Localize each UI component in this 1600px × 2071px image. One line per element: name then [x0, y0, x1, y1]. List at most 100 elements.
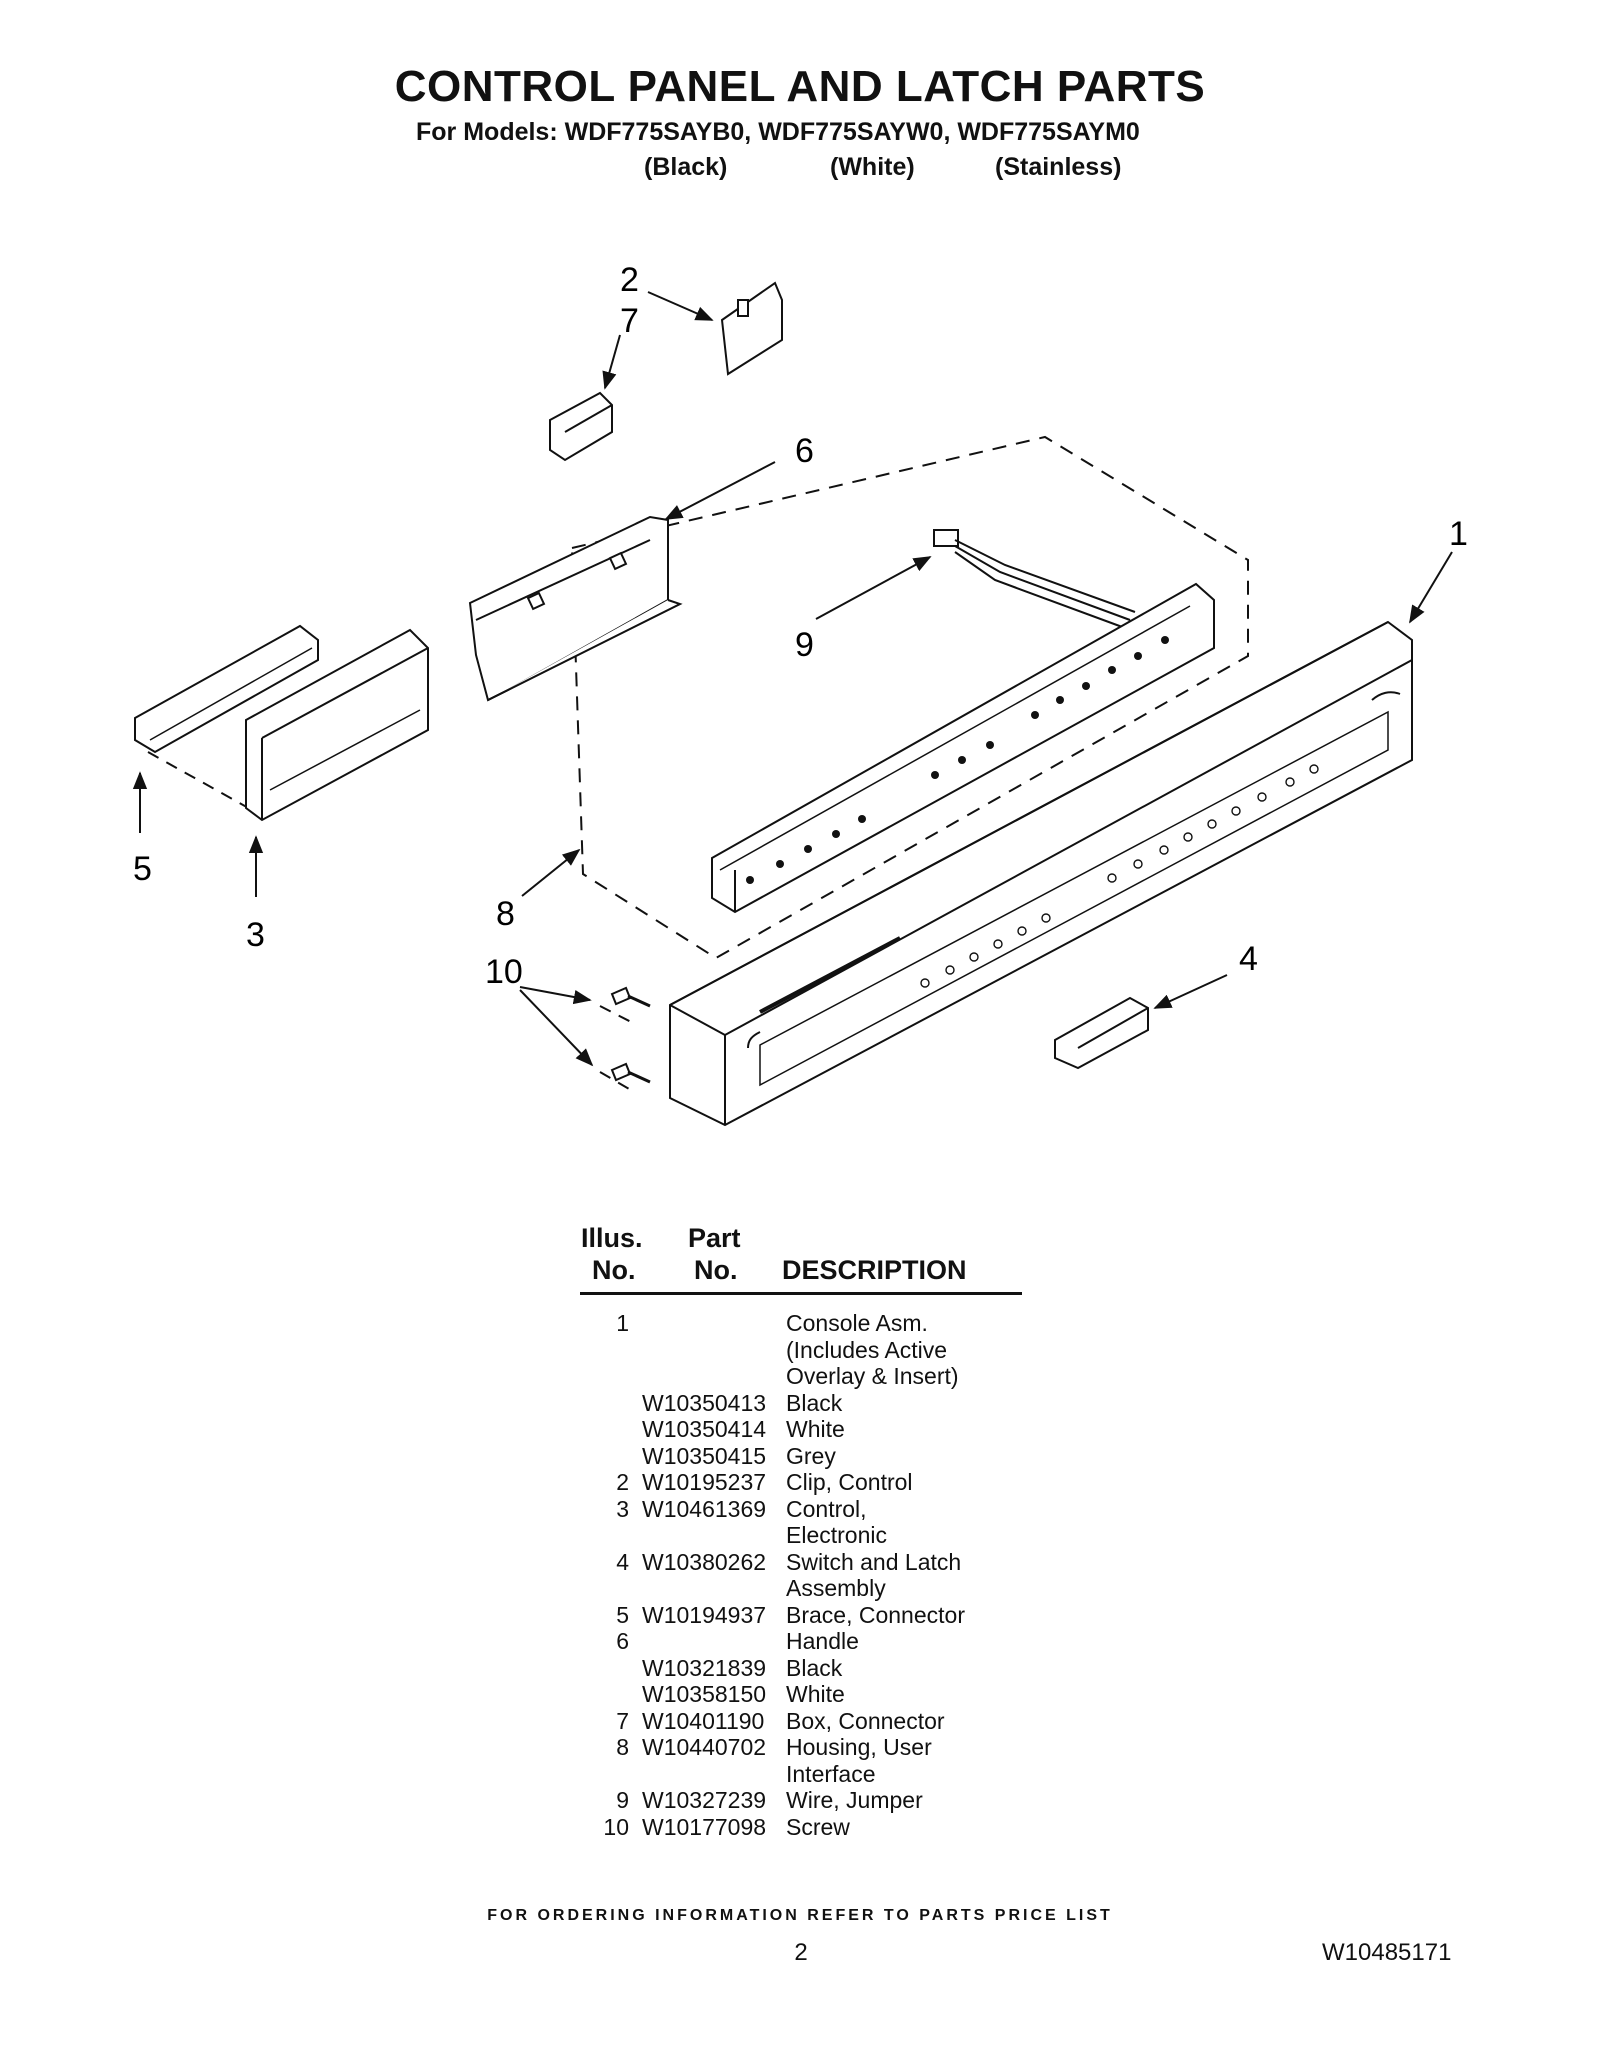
table-row: 4 W10380262 Switch and Latch [580, 1549, 1020, 1575]
table-row: W10321839 Black [580, 1655, 1020, 1681]
control-clip-part [720, 281, 783, 376]
handle-part [468, 515, 683, 702]
description-cell: Handle [786, 1628, 859, 1654]
connector-box-part [549, 391, 613, 462]
illus-cell: 4 [616, 1548, 629, 1575]
callout-leaders [132, 291, 1453, 1067]
wire-jumper-part [933, 529, 1136, 629]
color-label-white: (White) [830, 153, 915, 181]
header-part-line2: No. [694, 1255, 738, 1285]
part-number-cell: W10401190 [642, 1707, 765, 1734]
table-row: 2 W10195237 Clip, Control [580, 1469, 1020, 1495]
illus-cell: 8 [616, 1734, 629, 1760]
callout-6: 6 [795, 432, 814, 470]
table-row: Interface [580, 1761, 1020, 1787]
illus-cell: 10 [603, 1813, 629, 1840]
table-row: 10 W10177098 Screw [580, 1814, 1020, 1840]
exploded-parts-diagram: 1 2 3 4 5 6 7 8 9 10 [132, 261, 1468, 1127]
description-cell: Housing, User [786, 1734, 932, 1760]
description-cell: Wire, Jumper [786, 1787, 923, 1813]
document-number: W10485171 [1322, 1939, 1452, 1966]
table-row: Overlay & Insert) [580, 1363, 1020, 1389]
part-number-cell: W10440702 [642, 1734, 767, 1760]
user-interface-housing-part [711, 582, 1215, 914]
table-row: Assembly [580, 1575, 1020, 1601]
callout-2: 2 [620, 261, 639, 299]
part-number-cell: W10350415 [642, 1442, 767, 1469]
description-cell: Overlay & Insert) [786, 1363, 959, 1389]
console-buttons [920, 764, 1319, 988]
callout-1: 1 [1449, 515, 1468, 553]
description-cell: White [786, 1681, 845, 1707]
part-number-cell: W10327239 [642, 1787, 767, 1813]
console-assembly-part [669, 620, 1413, 1127]
brace-connector-part [134, 624, 319, 754]
table-divider [580, 1292, 1022, 1295]
table-row: 6 Handle [580, 1628, 1020, 1654]
description-cell: White [786, 1416, 845, 1442]
housing-buttons [746, 636, 1169, 884]
part-number-cell: W10350414 [642, 1416, 767, 1442]
user-interface-housing-outline [570, 435, 1249, 960]
part-number-cell: W10177098 [642, 1813, 767, 1840]
screw-part [610, 986, 651, 1084]
description-cell: Black [786, 1389, 843, 1416]
part-number-cell: W10321839 [642, 1654, 767, 1681]
table-row: 7 W10401190 Box, Connector [580, 1708, 1020, 1734]
description-cell: Screw [786, 1813, 850, 1840]
header-description: DESCRIPTION [782, 1255, 967, 1285]
switch-latch-part [1054, 996, 1149, 1070]
header-illus-line1: Illus. [581, 1223, 643, 1253]
part-number-cell: W10195237 [642, 1469, 767, 1495]
illus-cell: 2 [616, 1469, 629, 1495]
callout-8: 8 [496, 895, 515, 933]
table-row: (Includes Active [580, 1337, 1020, 1363]
part-number-cell: W10194937 [642, 1601, 767, 1628]
illus-cell: 5 [616, 1601, 629, 1628]
page-title: CONTROL PANEL AND LATCH PARTS [394, 62, 1206, 111]
electronic-control-part [245, 628, 429, 822]
table-row: W10350415 Grey [580, 1443, 1020, 1469]
callout-3: 3 [246, 916, 265, 954]
description-cell: Black [786, 1654, 843, 1681]
description-cell: Grey [786, 1442, 836, 1469]
description-cell: Clip, Control [786, 1469, 913, 1495]
description-cell: (Includes Active [786, 1336, 948, 1363]
table-row: 5 W10194937 Brace, Connector [580, 1602, 1020, 1628]
description-cell: Assembly [786, 1575, 886, 1601]
description-cell: Console Asm. [786, 1310, 928, 1336]
part-number-cell: W10380262 [642, 1548, 767, 1575]
header-illus-line2: No. [592, 1255, 636, 1285]
callout-5: 5 [133, 850, 152, 888]
description-cell: Electronic [786, 1522, 887, 1548]
illus-cell: 9 [616, 1787, 629, 1813]
table-row: 9 W10327239 Wire, Jumper [580, 1787, 1020, 1813]
table-row: W10350414 White [580, 1416, 1020, 1442]
illus-cell: 3 [616, 1495, 629, 1522]
illus-cell: 6 [616, 1628, 629, 1654]
description-cell: Brace, Connector [786, 1601, 965, 1628]
models-line: For Models: WDF775SAYB0, WDF775SAYW0, WD… [416, 118, 1140, 146]
callout-7: 7 [620, 302, 639, 340]
part-number-cell: W10358150 [642, 1681, 767, 1707]
description-cell: Interface [786, 1760, 876, 1787]
illus-cell: 1 [616, 1310, 629, 1336]
table-row: W10350413 Black [580, 1390, 1020, 1416]
table-row: W10358150 White [580, 1681, 1020, 1707]
color-label-black: (Black) [644, 153, 728, 181]
table-row: 8 W10440702 Housing, User [580, 1734, 1020, 1760]
callout-9: 9 [795, 626, 814, 664]
page-number: 2 [794, 1939, 808, 1966]
table-row: 1 Console Asm. [580, 1310, 1020, 1336]
description-cell: Switch and Latch [786, 1548, 962, 1575]
part-number-cell: W10350413 [642, 1389, 767, 1416]
table-row: Electronic [580, 1522, 1020, 1548]
header-part-line1: Part [688, 1223, 741, 1253]
description-cell: Control, [786, 1495, 867, 1522]
ordering-info: FOR ORDERING INFORMATION REFER TO PARTS … [487, 1907, 1113, 1924]
illus-cell: 7 [616, 1707, 629, 1734]
callout-4: 4 [1239, 940, 1258, 978]
color-label-stainless: (Stainless) [995, 153, 1122, 181]
description-cell: Box, Connector [786, 1707, 945, 1734]
